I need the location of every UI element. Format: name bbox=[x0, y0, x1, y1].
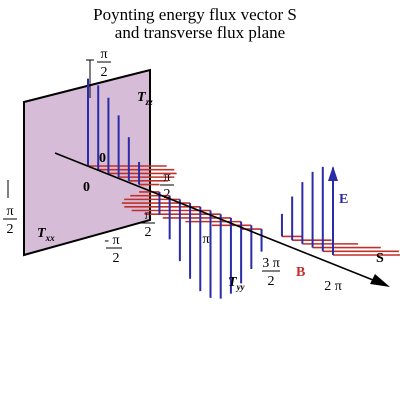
t-yy-label: Tyy bbox=[228, 275, 246, 292]
tick-label-pi-over-2-left: π 2 bbox=[3, 204, 17, 237]
zero-left-label: 0 bbox=[83, 180, 90, 195]
t-xx-label: Txx bbox=[37, 226, 55, 243]
tick-label-three-pi-over-2: 3 π 2 bbox=[262, 256, 280, 289]
b-vector-label: B bbox=[296, 265, 305, 280]
e-vector-arrowhead bbox=[328, 166, 338, 181]
tick-label-pi: π bbox=[202, 232, 209, 247]
tick-label-pi-over-2-e: π 2 bbox=[141, 208, 155, 240]
s-axis-arrowhead bbox=[370, 274, 390, 287]
svg-text:2: 2 bbox=[145, 225, 152, 240]
svg-text:2: 2 bbox=[101, 65, 108, 80]
e-field-lines bbox=[87, 78, 334, 299]
svg-text:2: 2 bbox=[7, 222, 14, 237]
s-axis-label: S bbox=[376, 251, 384, 266]
svg-text:π: π bbox=[144, 208, 151, 223]
svg-text:π: π bbox=[100, 47, 107, 62]
tick-label-pi-over-2-top: π 2 bbox=[97, 47, 111, 80]
zero-top-label: 0 bbox=[99, 151, 106, 166]
svg-text:2: 2 bbox=[164, 187, 171, 202]
tick-label-neg-pi-over-2: - π 2 bbox=[104, 233, 122, 266]
t-zz-label: Tzz bbox=[137, 90, 153, 107]
svg-text:π: π bbox=[163, 170, 170, 185]
svg-text:2: 2 bbox=[113, 251, 120, 266]
title-line-1: Poynting energy flux vector S bbox=[93, 5, 297, 24]
e-vector-arrow bbox=[328, 166, 338, 255]
tick-label-pi-over-2-b: π 2 bbox=[160, 170, 174, 202]
svg-text:- π: - π bbox=[104, 233, 119, 248]
e-vector-label: E bbox=[339, 192, 348, 207]
svg-text:3 π: 3 π bbox=[262, 256, 280, 271]
title-line-2: and transverse flux plane bbox=[115, 23, 285, 42]
plane-tick-marks bbox=[7, 59, 94, 198]
svg-text:2: 2 bbox=[268, 274, 275, 289]
tick-label-two-pi: 2 π bbox=[324, 279, 342, 294]
svg-text:π: π bbox=[6, 204, 13, 219]
s-axis bbox=[54, 152, 390, 287]
